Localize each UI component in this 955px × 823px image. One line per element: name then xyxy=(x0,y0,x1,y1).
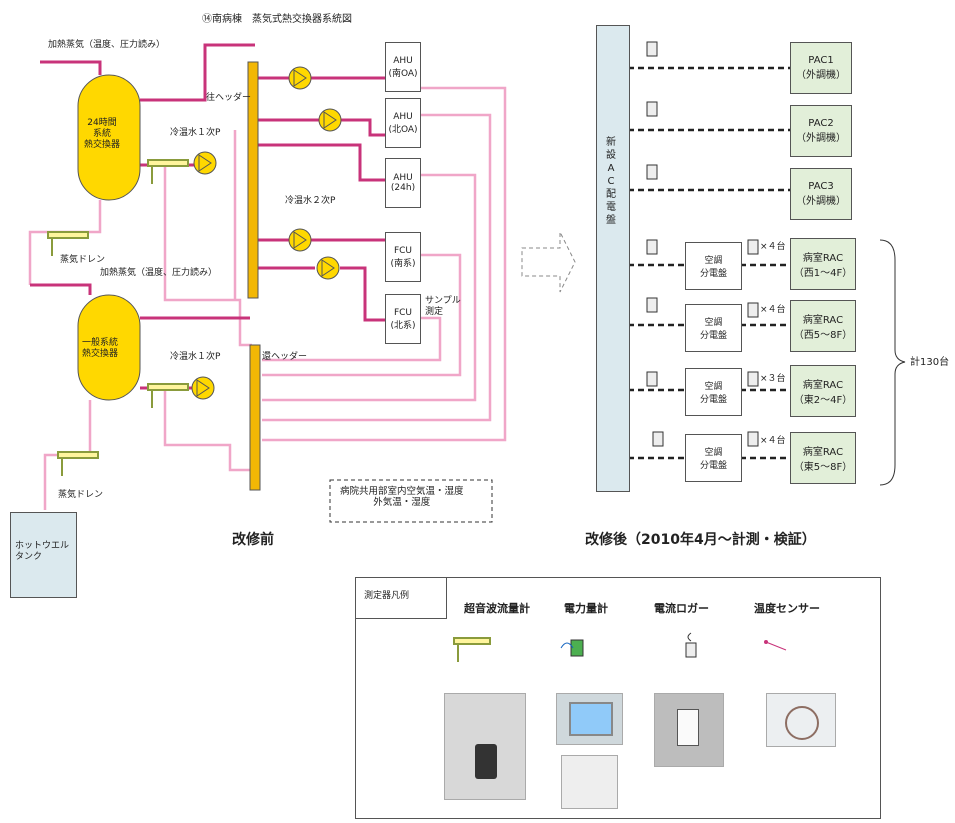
sub-panel-3-label: 空調 分電盤 xyxy=(700,379,727,405)
count-3: ×３台 xyxy=(760,374,786,385)
sub-panel-4-label: 空調 分電盤 xyxy=(700,445,727,471)
ahu-south-sub: (南OA) xyxy=(388,66,417,79)
sub-panel-1-label: 空調 分電盤 xyxy=(700,253,727,279)
after-caption: 改修後（2010年4月～計測・検証） xyxy=(585,532,816,549)
pac2-unit: PAC2 （外調機） xyxy=(790,105,852,157)
fcu-north-name: FCU xyxy=(394,308,412,318)
current-logger-device-shape xyxy=(677,709,699,746)
hx-general-label: 一般系統 熱交換器 xyxy=(82,338,118,360)
total-label: 計130台 xyxy=(910,357,949,369)
rac-east-5-8: 病室RAC （東5～8F） xyxy=(790,432,856,484)
power-meter-screen-shape xyxy=(569,702,613,736)
new-ac-panel: 新 設 A C 配 電 盤 xyxy=(596,25,630,492)
pump2-label: 冷温水１次P xyxy=(170,352,220,363)
ahu-north: AHU(北OA) xyxy=(385,98,421,148)
legend-current-logger-icon xyxy=(686,633,696,657)
pac3-label: PAC3 （外調機） xyxy=(796,181,846,207)
return-header-label: 還ヘッダー xyxy=(262,352,307,363)
sub-panel-4: 空調 分電盤 xyxy=(685,434,742,482)
rac-east-2-4: 病室RAC （東2～4F） xyxy=(790,365,856,417)
legend-flow-meter-icon xyxy=(454,638,490,662)
drain-label-2: 蒸気ドレン xyxy=(58,490,103,501)
ahu-24h-name: AHU xyxy=(393,173,413,183)
fcu-south-name: FCU xyxy=(394,246,412,256)
ahu-south-name: AHU xyxy=(393,56,413,66)
steam-label-1: 加熱蒸気（温度、圧力読み） xyxy=(48,40,165,51)
rac-west-1-4: 病室RAC （西1～4F） xyxy=(790,238,856,290)
fcu-south: FCU(南系) xyxy=(385,232,421,282)
count-4: ×４台 xyxy=(760,436,786,447)
photo-ultrasonic-flowmeter xyxy=(444,693,526,800)
rac-west-5-8: 病室RAC （西5～8F） xyxy=(790,300,856,352)
rac-west-5-8-label: 病室RAC （西5～8F） xyxy=(794,311,852,341)
total-brace xyxy=(880,240,905,485)
sub-panel-2-label: 空調 分電盤 xyxy=(700,315,727,341)
before-caption: 改修前 xyxy=(232,532,274,549)
photo-temp-sensor xyxy=(766,693,836,747)
sub-panel-3: 空調 分電盤 xyxy=(685,368,742,416)
steam-label-2: 加熱蒸気（温度、圧力読み） xyxy=(100,268,217,279)
photo-power-meter xyxy=(556,693,623,745)
rac-east-5-8-label: 病室RAC （東5～8F） xyxy=(794,443,852,473)
ahu-south: AHU(南OA) xyxy=(385,42,421,92)
legend-temp-sensor-icon xyxy=(764,640,786,650)
fcu-south-sub: (南系) xyxy=(390,256,415,269)
note-label: 病院共用部室内空気温・湿度 外気温・湿度 xyxy=(340,486,464,509)
pac1-unit: PAC1 （外調機） xyxy=(790,42,852,94)
sample-label: サンプル 測定 xyxy=(425,296,461,318)
ahu-north-sub: (北OA) xyxy=(388,122,417,135)
legend-power-meter-icon xyxy=(561,640,583,656)
pac1-label: PAC1 （外調機） xyxy=(796,55,846,81)
sub-panel-1: 空調 分電盤 xyxy=(685,242,742,290)
supply-header-label: 往ヘッダー xyxy=(206,93,251,104)
count-2: ×４台 xyxy=(760,305,786,316)
secondary-pump-label: 冷温水２次P xyxy=(285,196,335,207)
before-title: ⑭南病棟 蒸気式熱交換器系統図 xyxy=(202,14,352,26)
rac-west-1-4-label: 病室RAC （西1～4F） xyxy=(794,249,852,279)
new-ac-panel-label: 新 設 A C 配 電 盤 xyxy=(606,136,616,227)
fcu-north: FCU(北系) xyxy=(385,294,421,344)
sub-panel-2: 空調 分電盤 xyxy=(685,304,742,352)
pac2-label: PAC2 （外調機） xyxy=(796,118,846,144)
rac-east-2-4-label: 病室RAC （東2～4F） xyxy=(794,376,852,406)
hotwell-tank-label: ホットウエル タンク xyxy=(15,541,69,563)
legend-box: 測定器凡例 超音波流量計 電力量計 電流ロガー 温度センサー xyxy=(355,577,881,819)
pac3-unit: PAC3 （外調機） xyxy=(790,168,852,220)
photo-power-clamp xyxy=(561,755,618,809)
drain-label-1: 蒸気ドレン xyxy=(60,255,105,266)
transition-arrow xyxy=(522,232,575,292)
ahu-24h: AHU(24h) xyxy=(385,158,421,208)
ahu-north-name: AHU xyxy=(393,112,413,122)
photo-current-logger xyxy=(654,693,724,767)
count-1: ×４台 xyxy=(760,242,786,253)
pumps xyxy=(192,67,341,399)
hx-24h-label: 24時間 系統 熱交換器 xyxy=(84,118,120,150)
fcu-north-sub: (北系) xyxy=(390,318,415,331)
flowmeter-device-shape xyxy=(475,744,497,779)
temp-sensor-coil-shape xyxy=(785,706,819,740)
return-header-bar xyxy=(250,345,260,490)
pump1-label: 冷温水１次P xyxy=(170,128,220,139)
hotwell-tank: ホットウエル タンク xyxy=(10,512,77,598)
ahu-24h-sub: (24h) xyxy=(391,183,415,193)
